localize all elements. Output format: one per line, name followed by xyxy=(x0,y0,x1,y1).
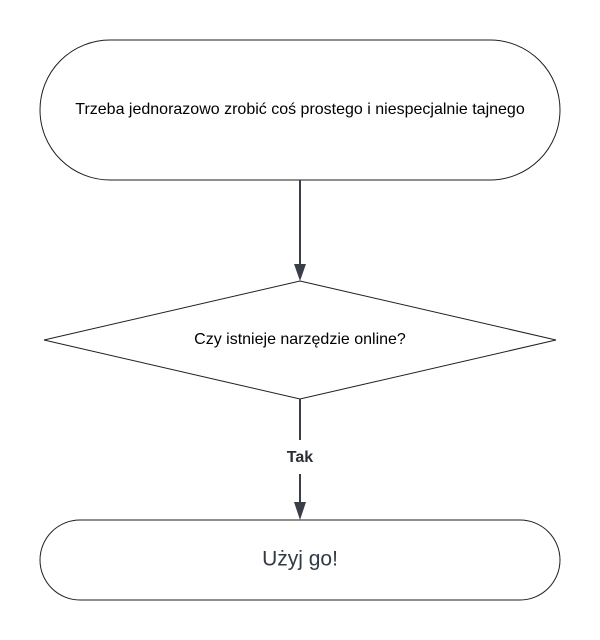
decision-node-label: Czy istnieje narzędzie online? xyxy=(194,331,406,348)
edge-label-yes: Tak xyxy=(287,449,313,466)
arrowhead-icon xyxy=(294,264,306,281)
start-node[interactable]: Trzeba jednorazowo zrobić coś prostego i… xyxy=(39,39,561,181)
end-node-label: Użyj go! xyxy=(262,548,338,571)
connector-decision-to-end: Tak xyxy=(287,399,313,520)
start-node-label: Trzeba jednorazowo zrobić coś prostego i… xyxy=(75,101,525,118)
connector-start-to-decision xyxy=(294,180,306,281)
end-node-shape xyxy=(39,519,561,601)
arrowhead-icon xyxy=(294,502,306,520)
decision-node[interactable]: Czy istnieje narzędzie online? xyxy=(43,280,557,400)
end-node[interactable]: Użyj go! xyxy=(39,519,561,601)
